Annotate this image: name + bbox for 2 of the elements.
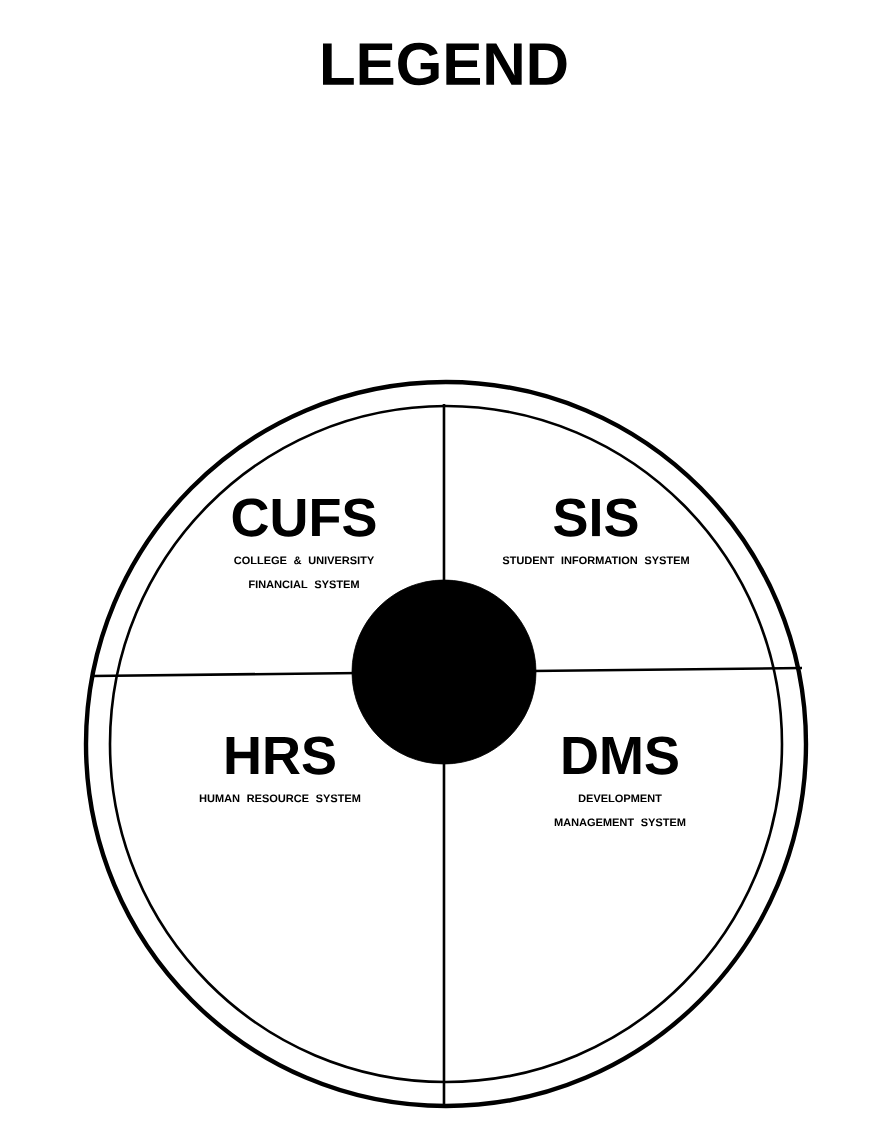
title: LEGEND [323,42,567,86]
double-ring [83,379,809,1109]
